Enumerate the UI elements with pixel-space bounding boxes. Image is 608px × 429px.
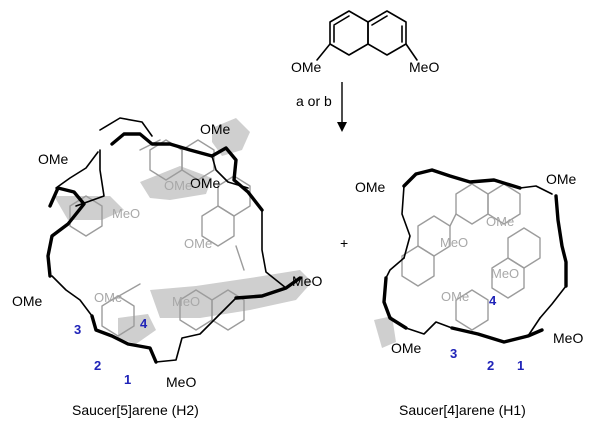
h2-inner-substituent-2: MeO xyxy=(112,206,140,221)
h1-inner-substituent-4: OMe xyxy=(441,289,469,304)
h2-inner-substituent-5: MeO xyxy=(172,294,200,309)
h1-caption: Saucer[4]arene (H1) xyxy=(399,402,526,418)
h2-position-3: 3 xyxy=(74,322,81,337)
h1-outer-substituent-2: OMe xyxy=(546,171,577,187)
h2-outer-substituent-2: OMe xyxy=(200,121,231,137)
h2-position-2: 2 xyxy=(94,358,101,373)
h1-position-1: 1 xyxy=(517,358,524,373)
h1-position-4: 4 xyxy=(489,293,497,308)
naphthalene-core xyxy=(316,10,418,61)
h2-inner-substituent-3: OMe xyxy=(184,236,212,251)
h2-outer-substituent-4: OMe xyxy=(190,175,221,191)
h1-outer-substituent-3: MeO xyxy=(553,330,583,346)
h1-inner-substituent-1: OMe xyxy=(486,214,514,229)
reaction-conditions: a or b xyxy=(296,93,332,109)
h1-position-3: 3 xyxy=(450,346,457,361)
sm-substituent-left: OMe xyxy=(291,59,322,75)
saucer5arene-front-bonds xyxy=(46,117,302,364)
h2-bottom-substituent: MeO xyxy=(166,374,196,390)
h1-inner-substituent-2: MeO xyxy=(440,235,468,250)
saucer4arene-front-bonds xyxy=(382,168,568,344)
saucer4arene-back-bonds xyxy=(401,183,541,331)
reaction-arrow xyxy=(337,82,347,132)
saucer5arene-structure xyxy=(46,117,312,364)
saucer4arene-structure xyxy=(374,168,568,348)
h2-outer-substituent-1: OMe xyxy=(38,151,69,167)
h2-outer-substituent-3: OMe xyxy=(12,293,43,309)
h1-position-2: 2 xyxy=(487,358,494,373)
h2-caption: Saucer[5]arene (H2) xyxy=(72,402,199,418)
h2-position-4: 4 xyxy=(140,316,148,331)
h2-inner-substituent-4: OMe xyxy=(94,290,122,305)
plus-sign: + xyxy=(340,235,348,251)
h2-outer-substituent-5: MeO xyxy=(292,273,322,289)
h1-outer-substituent-4: OMe xyxy=(391,340,422,356)
saucer5arene-shading xyxy=(54,118,312,344)
h2-position-1: 1 xyxy=(124,372,131,387)
starting-material: OMe MeO xyxy=(291,10,439,75)
sm-substituent-right: MeO xyxy=(409,59,439,75)
h1-outer-substituent-1: OMe xyxy=(355,179,386,195)
h2-inner-substituent-1: OMe xyxy=(164,178,192,193)
h1-inner-substituent-3: MeO xyxy=(491,266,519,281)
h1-shading xyxy=(374,316,396,348)
